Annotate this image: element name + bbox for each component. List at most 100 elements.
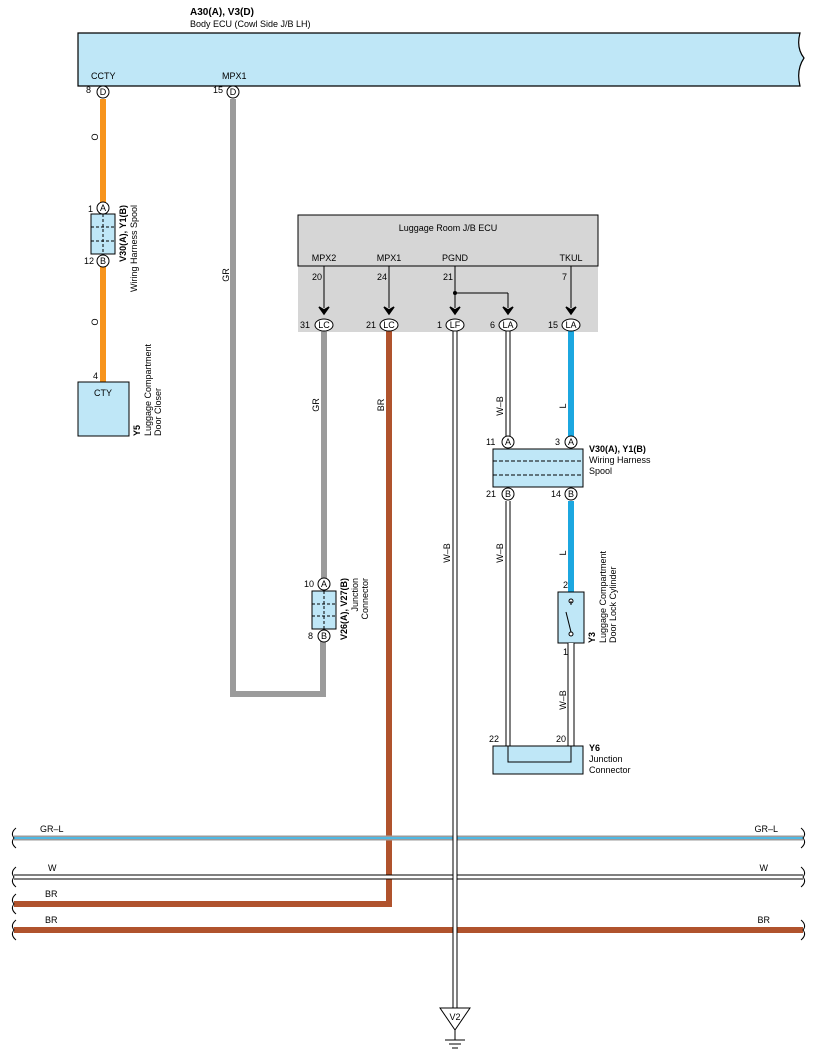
bubble-21-num: 21 [366,320,376,330]
wire-label-wb-la-top: W–B [495,396,505,416]
bubble-1-conn: LF [450,320,461,330]
door-closer-name-1: Luggage Compartment [143,343,153,436]
bus-gr-l-right-label: GR–L [754,824,778,834]
bubble-31-lc: 31 LC [300,318,334,332]
lock-cylinder-pin-top: 2 [563,580,568,590]
spool-right-pin-11-num: 11 [486,437,495,447]
spool-right-name-1: Wiring Harness [589,455,651,465]
body-ecu-name: Body ECU (Cowl Side J/B LH) [190,19,311,29]
mpx1-pin-conn: D [230,87,237,97]
wire-label-o-lower: O [90,318,100,325]
wire-label-l-bottom: L [558,550,568,555]
body-ecu-box [77,32,805,87]
junction-y6-pin-right: 20 [556,734,566,744]
pin-label-mpx2: MPX2 [312,253,337,263]
bubble-21-conn: LC [383,320,395,330]
luggage-ecu-box [297,214,599,267]
wire-br-mpx1 [14,331,392,907]
bubble-1-lf: 1 LF [437,318,465,332]
junction-left-top-conn: A [321,579,327,589]
switch-arm [565,611,572,633]
spool-right-pin-11-connector [501,435,515,449]
door-closer-pin-num: 4 [93,371,98,381]
ccty-pin-connector [96,85,110,99]
bubble-15-num: 15 [548,320,558,330]
bubble-15-conn: LA [565,320,576,330]
junction-y6-box [492,745,584,775]
junction-left-top-connector [317,577,331,591]
bus-w-left-label: W [48,863,57,873]
wire-label-wb-la-bottom: W–B [495,543,505,563]
bubble-31-conn: LC [318,320,330,330]
spool-left-bottom-conn: B [100,256,106,266]
ground-label: V2 [449,1012,460,1022]
ground-triangle [439,1007,471,1031]
junction-y6-link [507,746,572,763]
door-closer-code: Y5 [132,425,142,436]
wire-label-br-mid: BR [376,398,386,411]
spool-right-pin-14-connector [564,487,578,501]
spool-right-pin-14-num: 14 [551,489,561,499]
chevron-pgnd [449,306,461,316]
spool-right-pin-3-num: 3 [555,437,560,447]
spool-left-name: Wiring Harness Spool [129,205,139,292]
ccty-pin-label: CCTY [91,71,116,81]
spool-left-top-connector [96,201,110,215]
chevron-la6 [502,306,514,316]
pin-label-pgnd: PGND [442,253,469,263]
door-closer-name-2: Door Closer [153,388,163,436]
spool-left-top-num: 1 [88,204,93,214]
spool-right-pin-3-connector [564,435,578,449]
lock-cylinder-code: Y3 [587,632,597,643]
spool-left-bottom-num: 12 [84,256,94,266]
spool-left-code: V30(A), Y1(B) [118,205,128,262]
jb-splice-dot [453,291,457,295]
spool-left-bottom-connector [96,254,110,268]
spool-right-box [492,448,584,488]
spool-right-pin-14-conn: B [568,489,574,499]
ccty-pin-number: 8 [86,85,91,95]
junction-y6-pin-left: 22 [489,734,499,744]
lock-cylinder-name-1: Luggage Compartment [598,550,608,643]
lock-cylinder-name-2: Door Lock Cylinder [608,566,618,643]
chevron-mpx2 [318,306,330,316]
body-ecu-code: A30(A), V3(D) [190,7,254,18]
bus-right-brackets [800,827,806,941]
mpx1-pin-number: 15 [213,85,223,95]
mpx1-pin-label: MPX1 [222,71,247,81]
switch-contact-bottom [568,631,574,637]
luggage-ecu-name: Luggage Room J/B ECU [399,223,498,233]
bus-left-brackets [11,827,17,941]
junction-left-bottom-connector [317,629,331,643]
bubble-21-lc: 21 LC [366,318,399,332]
spool-right-name-2: Spool [589,466,612,476]
bus-br-right-label: BR [757,915,770,925]
wire-label-l-top: L [558,403,568,408]
wire-label-wb-center: W–B [442,543,452,563]
spool-right-pin-21-conn: B [505,489,511,499]
spool-right-pin-3-conn: A [568,437,574,447]
wire-label-gr-mid: GR [311,398,321,412]
bubble-6-num: 6 [490,320,495,330]
pin-label-tkul: TKUL [559,253,582,263]
junction-left-name-2: Connector [360,578,370,620]
ccty-pin-conn: D [100,87,107,97]
mpx1-pin-connector [226,85,240,99]
bubble-15-la: 15 LA [548,318,581,332]
junction-y6-code: Y6 [589,743,600,753]
bubble-31-num: 31 [300,320,310,330]
junction-y6-name-1: Junction [589,754,623,764]
bus-w-right-label: W [760,863,769,873]
pin-num-24: 24 [377,272,387,282]
spool-right-pin-11-conn: A [505,437,511,447]
door-closer-pin-label: CTY [94,388,112,398]
bus-br-left-label: BR [45,915,58,925]
spool-right-code: V30(A), Y1(B) [589,444,646,454]
wire-label-wb-lock: W–B [558,690,568,710]
lock-cylinder-pin-bottom: 1 [563,647,568,657]
door-closer-box [77,381,130,437]
junction-left-top-num: 10 [304,579,314,589]
junction-left-name-1: Junction [350,578,360,612]
pin-label-mpx1: MPX1 [377,253,402,263]
